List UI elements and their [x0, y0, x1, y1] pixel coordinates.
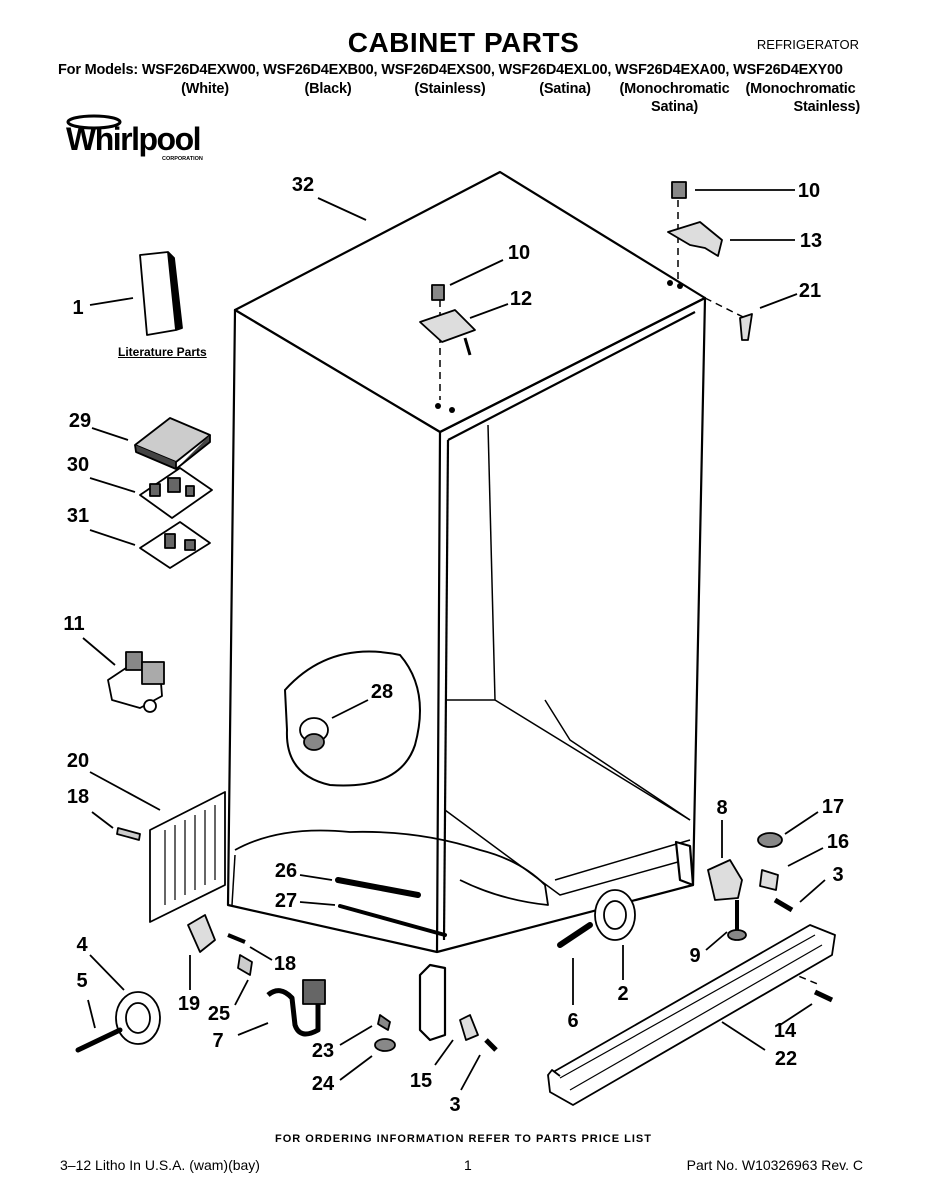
svg-text:CORPORATION: CORPORATION	[162, 156, 203, 162]
model-variant: Satina)	[651, 99, 698, 115]
page-title: CABINET PARTS	[347, 27, 580, 58]
callout-number: 22	[774, 1048, 798, 1070]
callout-number: 23	[311, 1040, 335, 1062]
callout-number: 1	[72, 297, 84, 319]
model-variant: Stainless)	[793, 99, 861, 115]
part-number: Part No. W10326963 Rev. C	[686, 1157, 863, 1173]
callout-number: 13	[799, 230, 823, 252]
models-line: For Models: WSF26D4EXW00, WSF26D4EXB00, …	[58, 62, 843, 78]
model-code: WSF26D4EXW00,	[141, 62, 260, 78]
ordering-note: FOR ORDERING INFORMATION REFER TO PARTS …	[275, 1133, 652, 1145]
literature-parts-label: Literature Parts	[118, 345, 207, 359]
callout-number: 11	[63, 613, 85, 635]
cabinet-body	[226, 170, 707, 1042]
callout-number: 9	[689, 945, 701, 967]
callout-number: 26	[274, 860, 298, 882]
callout-number: 4	[76, 934, 88, 956]
callout-number: 28	[370, 681, 394, 703]
model-code: WSF26D4EXS00,	[381, 62, 495, 78]
callout-number: 3	[832, 864, 844, 886]
callout-number: 8	[716, 797, 728, 819]
model-code: WSF26D4EXA00,	[615, 62, 730, 78]
callout-number: 29	[68, 410, 92, 432]
callout-number: 15	[409, 1070, 433, 1092]
model-variant: (White)	[181, 81, 229, 97]
callout-number: 27	[274, 890, 298, 912]
model-code: WSF26D4EXY00	[733, 62, 843, 78]
litho-info: 3–12 Litho In U.S.A. (wam)(bay)	[60, 1157, 260, 1173]
callout-number: 14	[773, 1020, 797, 1042]
callout-number: 6	[567, 1010, 579, 1032]
model-variant: (Monochromatic	[745, 81, 856, 97]
callout-number: 18	[66, 786, 90, 808]
callout-number: 2	[617, 983, 629, 1005]
callout-number: 24	[311, 1073, 335, 1095]
model-code: WSF26D4EXB00,	[263, 62, 378, 78]
callout-number: 32	[291, 174, 315, 196]
callout-number: 10	[797, 180, 821, 202]
callout-number: 10	[507, 242, 531, 264]
callout-number: 12	[509, 288, 533, 310]
model-variant: (Monochromatic	[619, 81, 730, 97]
callout-number: 7	[212, 1030, 224, 1052]
model-variant: (Satina)	[539, 81, 591, 97]
callout-number: 19	[177, 993, 201, 1015]
callout-number: 17	[821, 796, 845, 818]
model-variant: (Black)	[304, 81, 352, 97]
whirlpool-logo: Whirlpool CORPORATION	[66, 114, 203, 162]
callout-number: 3	[449, 1094, 461, 1116]
callout-number: 20	[66, 750, 90, 772]
model-variant: (Stainless)	[414, 81, 486, 97]
models-prefix: For Models:	[58, 62, 138, 78]
callout-number: 5	[76, 970, 88, 992]
category-label: REFRIGERATOR	[756, 37, 859, 52]
callout-number: 18	[273, 953, 297, 975]
callout-number: 31	[66, 505, 90, 527]
callout-number: 25	[207, 1003, 231, 1025]
callout-number: 21	[798, 280, 822, 302]
callout-number: 16	[826, 831, 850, 853]
page-number: 1	[464, 1157, 472, 1173]
model-code: WSF26D4EXL00,	[498, 62, 612, 78]
svg-text:Whirlpool: Whirlpool	[66, 121, 200, 157]
callout-number: 30	[66, 454, 90, 476]
